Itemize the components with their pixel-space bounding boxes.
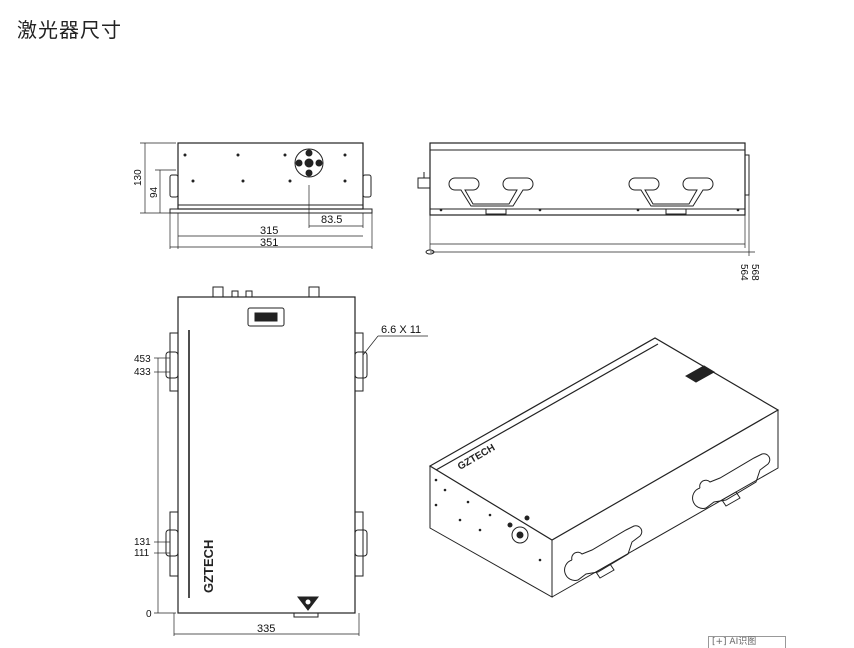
handle-left [448, 177, 534, 215]
dim-130: 130 [133, 169, 144, 186]
dim-83-5: 83.5 [321, 214, 342, 226]
gztech-logo-icon [296, 596, 320, 611]
front-view [140, 142, 373, 249]
dim-94: 94 [149, 186, 160, 198]
isometric-view [428, 337, 780, 598]
top-view-brand: GZTECH [201, 540, 216, 593]
iso-connector-icon [507, 515, 530, 544]
dim-433: 433 [134, 367, 151, 378]
dim-351: 351 [260, 237, 278, 249]
slot-size-label: 6.6 X 11 [381, 324, 421, 336]
side-view [417, 142, 755, 256]
dim-0: 0 [146, 609, 152, 620]
dim-564: 564 [738, 264, 749, 281]
dim-315: 315 [260, 225, 278, 237]
ai-image-recognition-button[interactable]: [+] AI识图 [708, 636, 786, 648]
dim-453: 453 [134, 354, 151, 365]
dim-111: 111 [134, 548, 150, 559]
page-title: 激光器尺寸 [17, 18, 122, 42]
iso-handle-front [564, 525, 643, 581]
connector-port-icon [294, 148, 324, 178]
dim-568: 568 [749, 264, 760, 281]
handle-right [628, 177, 714, 215]
dim-335: 335 [257, 623, 275, 635]
top-view [154, 286, 428, 636]
iso-handle-back [692, 453, 771, 509]
dim-131: 131 [134, 537, 151, 548]
